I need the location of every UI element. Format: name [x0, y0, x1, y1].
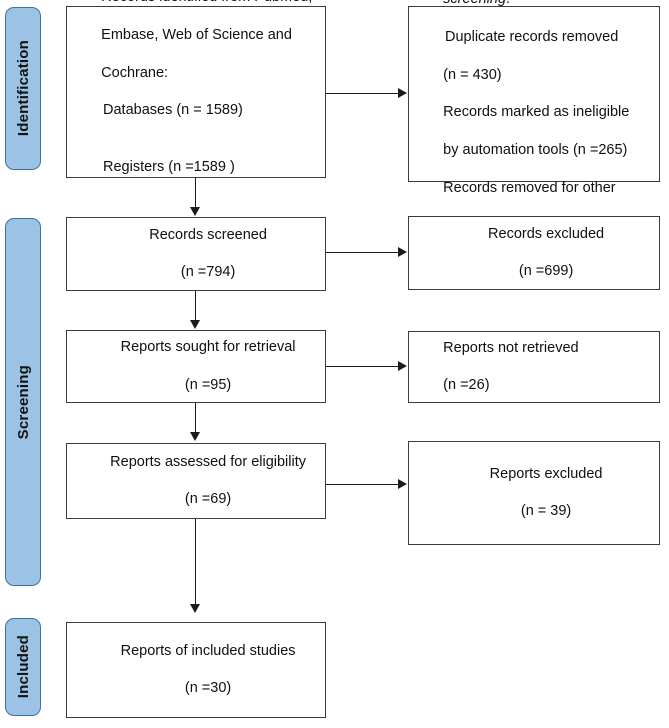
box-records-identified: Records identified from PubMed, Embase, … — [66, 0, 326, 178]
arrow-sought-to-not-retrieved — [398, 361, 407, 371]
records-identified-line1: Records identified from PubMed, — [101, 0, 312, 5]
phase-tab-identification-label: Identification — [14, 40, 32, 137]
records-identified-registers: Registers (n =1589 ) — [103, 158, 235, 175]
records-excluded-line1: Records excluded — [488, 225, 605, 242]
connector-sought-to-assessed — [195, 403, 196, 433]
records-removed-automation: by automation tools (n =265) — [443, 142, 628, 159]
arrow-identified-to-removed — [398, 88, 407, 98]
reports-included-line1: Reports of included studies — [120, 642, 296, 659]
connector-identified-to-screened — [195, 178, 196, 208]
arrow-screened-to-excluded — [398, 247, 407, 257]
connector-identified-to-removed — [326, 93, 398, 94]
box-records-identified-text: Records identified from PubMed, Embase, … — [67, 0, 321, 214]
box-reports-excluded-text: Reports excluded (n = 39) — [456, 446, 611, 540]
box-reports-sought-text: Reports sought for retrieval (n =95) — [87, 319, 304, 413]
records-identified-line3: Cochrane: — [101, 64, 169, 81]
box-reports-included-text: Reports of included studies (n =30) — [87, 623, 304, 717]
arrow-screened-to-sought — [190, 320, 200, 329]
connector-sought-to-not-retrieved — [326, 366, 398, 367]
records-removed-colon: : — [506, 0, 510, 7]
records-removed-screening: screening — [443, 0, 506, 7]
box-reports-not-retrieved: Reports not retrieved (n =26) — [408, 331, 660, 403]
box-reports-excluded: Reports excluded (n = 39) — [408, 441, 660, 545]
records-screened-line1: Records screened — [149, 226, 267, 243]
reports-assessed-line2: (n =69) — [184, 491, 232, 508]
records-removed-duplicate-n: (n = 430) — [443, 66, 502, 83]
connector-screened-to-sought — [195, 291, 196, 321]
box-reports-included: Reports of included studies (n =30) — [66, 622, 326, 718]
box-reports-assessed-text: Reports assessed for eligibility (n =69) — [77, 434, 315, 528]
box-records-screened: Records screened (n =794) — [66, 217, 326, 291]
records-identified-databases: Databases (n = 1589) — [103, 102, 243, 119]
arrow-identified-to-screened — [190, 207, 200, 216]
phase-tab-identification: Identification — [5, 7, 41, 170]
reports-excluded-line1: Reports excluded — [489, 465, 603, 482]
reports-assessed-line1: Reports assessed for eligibility — [110, 453, 306, 470]
arrow-sought-to-assessed — [190, 432, 200, 441]
reports-sought-line2: (n =95) — [184, 376, 232, 393]
box-records-excluded-text: Records excluded (n =699) — [455, 206, 613, 300]
box-records-removed: Records removed before screening: Duplic… — [408, 0, 660, 233]
reports-sought-line1: Reports sought for retrieval — [120, 339, 296, 356]
records-removed-ineligible: Records marked as ineligible — [443, 104, 630, 121]
box-records-screened-text: Records screened (n =794) — [116, 207, 276, 301]
box-reports-assessed: Reports assessed for eligibility (n =69) — [66, 443, 326, 519]
records-removed-other: Records removed for other — [443, 179, 616, 196]
reports-excluded-line2: (n = 39) — [520, 503, 572, 520]
arrow-assessed-to-excluded — [398, 479, 407, 489]
connector-assessed-to-included — [195, 519, 196, 605]
box-reports-not-retrieved-text: Reports not retrieved (n =26) — [409, 320, 588, 414]
connector-screened-to-excluded — [326, 252, 398, 253]
box-records-excluded: Records excluded (n =699) — [408, 216, 660, 290]
connector-assessed-to-excluded — [326, 484, 398, 485]
reports-included-line2: (n =30) — [184, 680, 232, 697]
records-identified-line2: Embase, Web of Science and — [101, 27, 292, 44]
phase-tab-screening-label: Screening — [14, 364, 32, 440]
reports-not-retrieved-line2: (n =26) — [443, 377, 490, 394]
box-records-removed-text: Records removed before screening: Duplic… — [409, 0, 638, 254]
phase-tab-screening: Screening — [5, 218, 41, 586]
phase-tab-included-label: Included — [14, 635, 32, 699]
records-excluded-line2: (n =699) — [518, 263, 574, 280]
records-screened-line2: (n =794) — [180, 264, 236, 281]
records-removed-duplicate: Duplicate records removed — [445, 29, 619, 46]
arrow-assessed-to-included — [190, 604, 200, 613]
phase-tab-included: Included — [5, 618, 41, 716]
box-reports-sought: Reports sought for retrieval (n =95) — [66, 330, 326, 403]
reports-not-retrieved-line1: Reports not retrieved — [443, 339, 579, 356]
